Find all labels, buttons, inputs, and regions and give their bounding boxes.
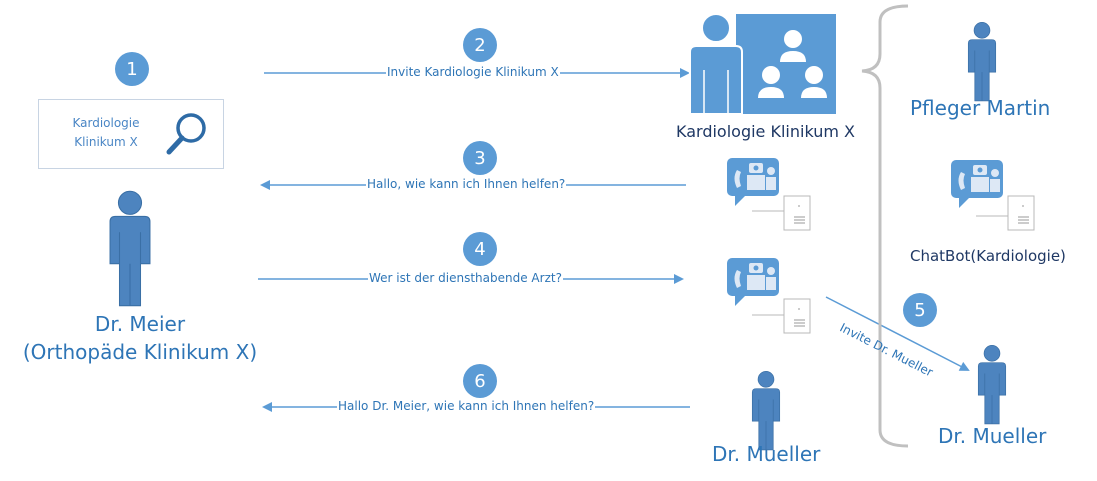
joined-doctor-person-icon [977,345,1007,425]
message-doctor-greeting: Hallo Dr. Meier, wie kann ich Ihnen helf… [337,399,596,413]
member-doctor-label: Dr. Mueller [938,424,1047,448]
message-invite-group: Invite Kardiologie Klinikum X [386,65,560,79]
message-greeting: Hallo, wie kann ich Ihnen helfen? [366,177,567,191]
group-label: Kardiologie Klinikum X [676,122,855,141]
group-icon [689,13,836,115]
document-icon [783,195,811,231]
nurse-person-icon [967,22,997,102]
search-line-2: Klinikum X [74,135,138,149]
joined-doctor-label: Dr. Mueller [712,442,821,466]
member-chatbot-label: ChatBot(Kardiologie) [910,247,1066,265]
message-question: Wer ist der diensthabende Arzt? [368,271,563,285]
caller-role: (Orthopäde Klinikum X) [22,340,258,364]
step-6-badge: 6 [463,364,497,398]
step-5-badge: 5 [903,293,937,327]
doctor-person-icon [751,371,781,451]
search-text: Kardiologie Klinikum X [61,114,151,152]
caller-name: Dr. Meier [94,312,186,336]
step-4-badge: 4 [463,232,497,266]
search-line-1: Kardiologie [72,116,140,130]
caller-person-icon [109,190,151,307]
search-box: Kardiologie Klinikum X [38,99,224,169]
document-icon [1007,195,1035,231]
caller-label: Dr. Meier (Orthopäde Klinikum X) [20,310,260,366]
member-nurse-label: Pfleger Martin [910,96,1051,120]
chatbot-icon [727,158,779,206]
step-1-badge: 1 [115,52,149,86]
step-2-badge: 2 [463,28,497,62]
search-icon [166,113,206,155]
step-3-badge: 3 [463,141,497,175]
chatbot-icon [951,160,1003,208]
chatbot-icon [727,258,779,306]
arrow-invite-doctor [825,296,970,371]
document-icon [783,298,811,334]
group-brace [861,4,909,448]
